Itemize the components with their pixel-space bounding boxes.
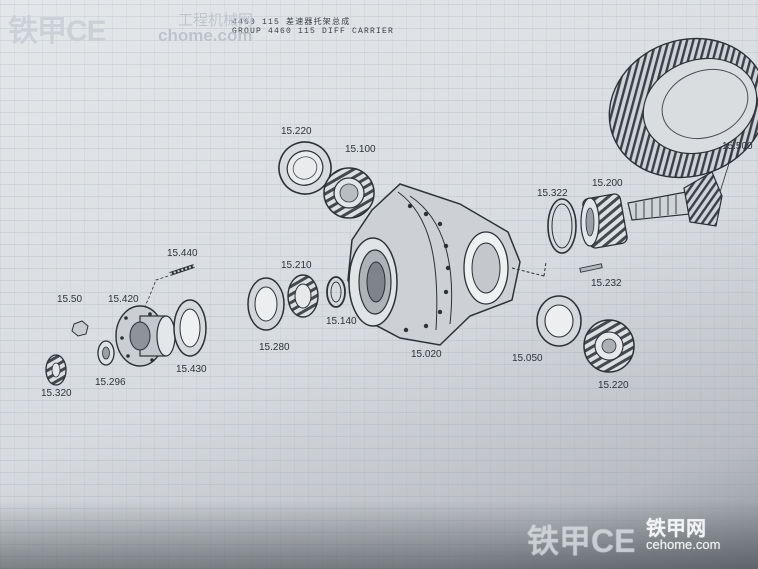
watermark-site-name-top: 工程机械网 <box>178 12 254 29</box>
part-label-15322: 15.322 <box>537 188 568 199</box>
part-label-15200: 15.200 <box>592 178 623 189</box>
part-label-15320: 15.320 <box>41 388 72 399</box>
part-label-15440: 15.440 <box>167 248 198 259</box>
nut-15320 <box>45 354 67 386</box>
part-label-15140: 15.140 <box>326 316 357 327</box>
part-label-15050: 15.050 <box>512 353 543 364</box>
watermark-logo-bottom: 铁甲CE <box>527 523 636 559</box>
bearing-15210 <box>287 274 319 318</box>
bearing-cup-15050 <box>536 295 582 347</box>
seal-ring-15140 <box>326 276 346 308</box>
nut-1550 <box>71 320 89 337</box>
bolt-15440 <box>139 264 195 317</box>
flange-15420 <box>115 305 176 367</box>
part-label-15296: 15.296 <box>95 377 126 388</box>
bearing-15220-bottom <box>583 319 635 373</box>
bolt-15232 <box>579 263 603 273</box>
group-title-english: GROUP 4460 115 DIFF CARRIER <box>232 27 395 36</box>
watermark-url-bottom: cehome.com <box>646 537 721 552</box>
watermark-logo-top: 铁甲CE <box>8 15 107 48</box>
part-label-15100: 15.100 <box>345 144 376 155</box>
bearing-cup-15280 <box>247 277 285 331</box>
part-label-15500: 15.500 <box>722 141 753 152</box>
pinion-shaft <box>627 153 733 227</box>
watermark-url-top: chome.com <box>158 26 253 45</box>
part-label-15020: 15.020 <box>411 349 442 360</box>
part-label-1550: 15.50 <box>57 294 83 305</box>
part-label-15420: 15.420 <box>108 294 139 305</box>
watermark-brand-bottom: 铁甲网 <box>646 518 706 540</box>
bearing-15200 <box>580 193 628 249</box>
ring-gear-15500 <box>608 37 758 179</box>
part-label-15430: 15.430 <box>176 364 207 375</box>
shim-15322 <box>547 198 577 254</box>
seal-15430 <box>173 299 207 357</box>
washer-15296 <box>97 340 115 366</box>
group-title-chinese: 4460 115 差速器托架总成 <box>232 18 351 27</box>
bearing-cup-15220-top <box>278 141 332 195</box>
part-label-15232: 15.232 <box>591 278 622 289</box>
carrier-housing-15020 <box>347 183 547 346</box>
part-label-15210: 15.210 <box>281 260 312 271</box>
page-edge-shadow <box>0 500 758 569</box>
part-label-15280: 15.280 <box>259 342 290 353</box>
bearing-15100 <box>323 167 375 219</box>
part-label-15220-bottom: 15.220 <box>598 380 629 391</box>
part-label-15220-top: 15.220 <box>281 126 312 137</box>
